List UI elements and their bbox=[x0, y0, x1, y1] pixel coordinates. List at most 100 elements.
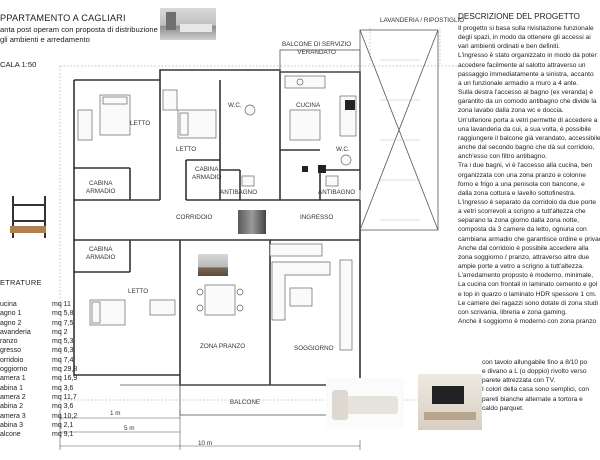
surfaces-heading: ETRATURE bbox=[0, 278, 42, 287]
surface-value: mq 5,3 bbox=[52, 338, 74, 346]
description-line: anch'esso con filtro antibagno. bbox=[458, 153, 547, 161]
room-label-cucina: CUCINA bbox=[296, 102, 321, 109]
description-line: Il progetto si basa sulla rivisitazione … bbox=[458, 25, 594, 32]
description-title: DESCRIZIONE DEL PROGETTO bbox=[458, 12, 580, 21]
description-line: separano la zona giorno dalla zona notte… bbox=[458, 217, 579, 225]
surface-row: oggiorno mq 29,8 bbox=[0, 365, 120, 374]
surface-value: mq 2,1 bbox=[52, 421, 74, 429]
dimension-10m: 10 m bbox=[198, 440, 212, 447]
description-body: Il progetto si basa sulla rivisitazione … bbox=[458, 24, 600, 326]
room-label-ingresso: INGRESSO bbox=[300, 214, 334, 221]
plan-walls bbox=[73, 69, 361, 386]
description-line: con scrivania, libreria e zona gaming. bbox=[458, 308, 567, 316]
surface-name: amera 2 bbox=[0, 393, 26, 401]
description-tail: con tavolo allungabile fino a 8/10 po e d… bbox=[482, 358, 600, 413]
description-line: a vetri scorrevoli a scrigno a tutt'alte… bbox=[458, 208, 586, 216]
surface-row: abina 3 mq 2,1 bbox=[0, 421, 120, 430]
surface-name: amera 3 bbox=[0, 412, 26, 420]
description-line: Anche il soggiorno è moderno con zona pr… bbox=[458, 318, 597, 325]
surface-row: ranzo mq 5,3 bbox=[0, 337, 120, 346]
description-line: Anche dal corridoio è possibile accedere… bbox=[458, 244, 589, 252]
plan-guides bbox=[59, 28, 458, 420]
subtitle-line-2: gli ambienti e arredamento bbox=[0, 35, 90, 44]
surface-name: ranzo bbox=[0, 338, 18, 346]
page-title: PPARTAMENTO A CAGLIARI bbox=[0, 13, 126, 23]
description-line: organizzata con una zona pranzo e colonn… bbox=[458, 171, 586, 179]
surface-name: abina 3 bbox=[0, 421, 23, 429]
room-label-lavanderia: LAVANDERIA / RIPOSTIGLIO bbox=[380, 17, 465, 24]
surface-name: oggiorno bbox=[0, 366, 28, 374]
room-label-letto-3: LETTO bbox=[128, 288, 149, 295]
description-tail-line: pareti bianche alternate a tortora e bbox=[482, 395, 583, 403]
description-tail-line: con tavolo allungabile fino a 8/10 po bbox=[482, 359, 588, 366]
description-line: degli spazi, in modo da ottenere gli acc… bbox=[458, 34, 591, 42]
sofa-render bbox=[326, 378, 404, 428]
description-line: una lavanderia da cui, a sua volta, è po… bbox=[458, 125, 592, 133]
description-line: cambiana armadio che garantisce ordine e… bbox=[458, 235, 600, 243]
room-label-cabina-3: CABINA ARMADIO bbox=[86, 246, 115, 261]
surface-name: abina 1 bbox=[0, 384, 23, 392]
surface-name: orridoio bbox=[0, 356, 24, 364]
description-tail-line: I colori della casa sono semplici, con bbox=[482, 386, 590, 394]
surface-value: mq 10,2 bbox=[52, 412, 78, 420]
surface-value: mq 11 bbox=[52, 301, 71, 308]
wardrobe-render bbox=[4, 192, 54, 242]
furniture bbox=[77, 75, 357, 351]
description-line: e top in quarzo o laminato HDR spessore … bbox=[458, 290, 597, 298]
description-line: La cucina con frontali in laminato cemen… bbox=[458, 281, 598, 289]
description-tail-line: e divano a L (o doppio) rivolto verso bbox=[482, 368, 587, 376]
room-label-soggiorno: SOGGIORNO bbox=[294, 345, 334, 352]
description-line: L'ingresso è stato organizzato in modo d… bbox=[458, 52, 597, 60]
appliances bbox=[302, 100, 355, 173]
surface-value: mq 11,7 bbox=[52, 393, 77, 401]
surface-name: abina 2 bbox=[0, 403, 23, 411]
surface-name: gresso bbox=[0, 347, 22, 355]
surface-value: mq 5,8 bbox=[52, 310, 74, 318]
surface-row: alcone mq 9,1 bbox=[0, 430, 120, 439]
description-line: dalla zona cottura e lavello sottofinest… bbox=[458, 189, 576, 197]
surface-value: mq 29,8 bbox=[52, 366, 78, 374]
room-label-letto-1: LETTO bbox=[130, 120, 151, 127]
dining-photo bbox=[198, 254, 228, 276]
dimension-1m: 1 m bbox=[110, 410, 121, 417]
dimension-lines bbox=[59, 410, 361, 450]
surface-value: mq 2 bbox=[52, 328, 68, 336]
subtitle-line-1: anta post operam con proposta di distrib… bbox=[0, 25, 158, 34]
room-label-cabina-1: CABINA ARMADIO bbox=[86, 180, 115, 195]
room-label-cabina-2: CABINA ARMADIO bbox=[192, 166, 221, 181]
description-line: L'ingresso è separato da corridoio da du… bbox=[458, 198, 596, 206]
cabina-3-line-1: CABINA bbox=[88, 246, 113, 253]
room-label-wc-2: W.C. bbox=[336, 146, 350, 153]
description-line: Sulla destra l'accesso al bagno (ex vera… bbox=[458, 89, 594, 97]
cabina-1-line-1: CABINA bbox=[88, 180, 113, 187]
surface-value: mq 9,1 bbox=[52, 431, 74, 439]
living-tv-photo bbox=[418, 374, 482, 430]
description-line: zona lavabo dalla zona wc e doccia. bbox=[458, 107, 564, 115]
surface-row: amera 3 mq 10,2 bbox=[0, 412, 120, 421]
scale-label: CALA 1:50 bbox=[0, 60, 37, 69]
description-line: a un funzionale armadio a muro a 4 ante. bbox=[458, 79, 579, 87]
description-line: anche dal secondo bagno che dà sul corri… bbox=[458, 144, 595, 152]
balcony-outlines bbox=[120, 29, 439, 416]
room-label-corridoio: CORRIDOIO bbox=[176, 214, 213, 221]
dimension-5m: 5 m bbox=[124, 425, 135, 432]
description-line: composta da 3 camere da letto, ognuna co… bbox=[458, 226, 587, 234]
surface-row: amera 2 mq 11,7 bbox=[0, 393, 120, 402]
room-label-balcone-servizio: BALCONE DI SERVIZIO VERANDATO bbox=[282, 41, 351, 57]
description-line: garantito da un comodo antibagno che div… bbox=[458, 98, 597, 106]
description-line: ampie porte a vetro a scrigno a tutt'alt… bbox=[458, 263, 584, 271]
room-label-letto-2: LETTO bbox=[176, 146, 197, 153]
balcone-servizio-line-2: VERANDATO bbox=[297, 49, 336, 56]
description-tail-line: caldo parquet. bbox=[482, 404, 524, 412]
surface-name: alcone bbox=[0, 431, 21, 439]
description-line: zona soggiorno / pranzo, attraverso altr… bbox=[458, 253, 590, 261]
description-line: Le camere dei ragazzi sono dotate di zon… bbox=[458, 299, 599, 307]
